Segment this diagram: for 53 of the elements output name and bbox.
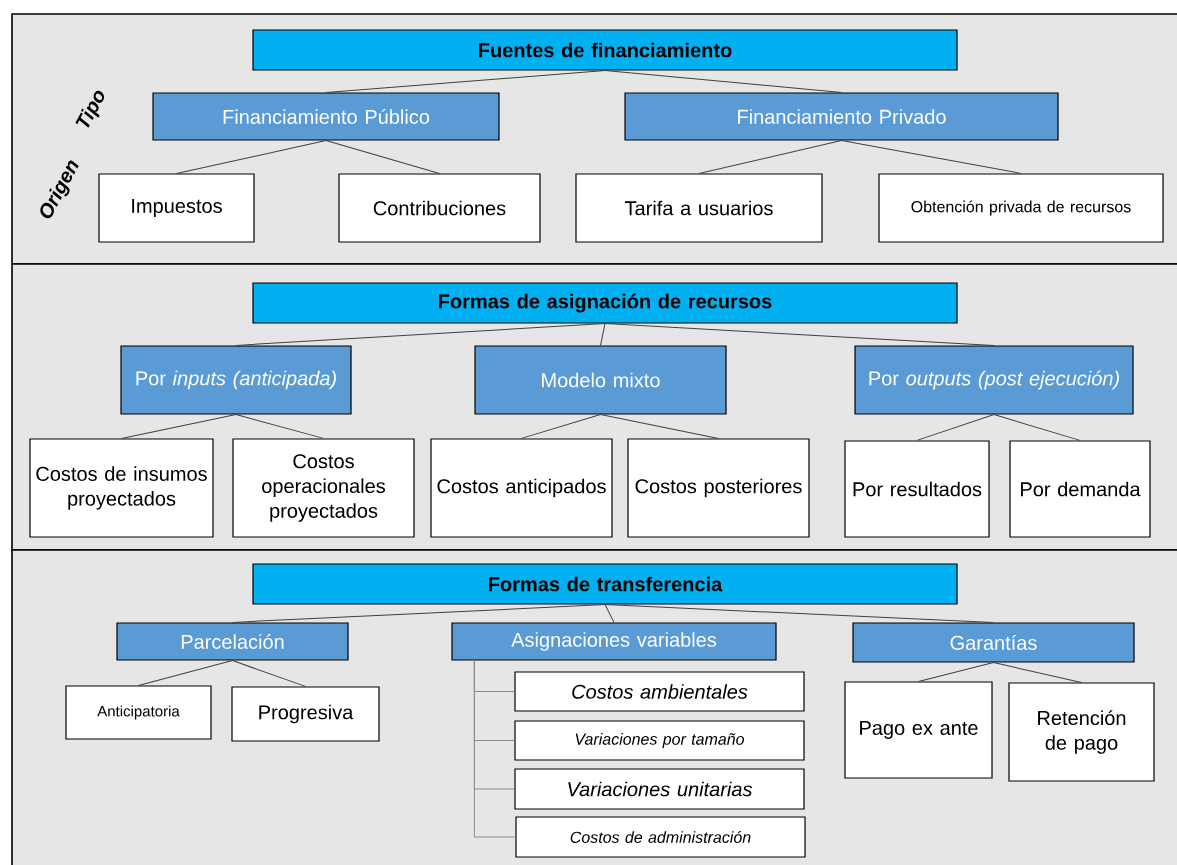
- item-box: Retención de pago: [1008, 682, 1155, 782]
- connector-line: [235, 323, 606, 346]
- connector-line: [232, 604, 606, 623]
- axis-label: Tipo: [75, 90, 105, 128]
- item-box: Costos anticipados: [430, 438, 613, 538]
- item-box: Costos de insumos proyectados: [29, 438, 214, 538]
- item-box: Variaciones unitarias: [514, 768, 805, 810]
- title-box: Formas de transferencia: [252, 563, 958, 605]
- connector-line: [841, 140, 1022, 174]
- connector-line: [604, 70, 842, 93]
- category-box: Parcelación: [116, 622, 349, 661]
- connector-line: [698, 140, 842, 174]
- connector-line: [121, 414, 237, 439]
- item-box: Pago ex ante: [844, 681, 993, 779]
- connector-line: [235, 414, 324, 439]
- item-box: Contribuciones: [338, 173, 541, 243]
- title-box: Fuentes de financiamiento: [252, 29, 958, 71]
- item-box: Impuestos: [98, 173, 255, 243]
- item-box: Variaciones por tamaño: [514, 720, 805, 761]
- connector-line: [521, 414, 601, 439]
- item-box: Costos de administración: [515, 816, 806, 858]
- category-box: Por outputs (post ejecución): [854, 345, 1134, 415]
- connector-line: [918, 662, 994, 682]
- connector-line: [993, 414, 1081, 441]
- connector-line: [473, 660, 516, 838]
- connector-line: [325, 70, 606, 93]
- item-box: Costos posteriores: [627, 438, 810, 538]
- item-box: Por resultados: [844, 440, 990, 538]
- connector-line: [176, 140, 327, 174]
- connector-line: [916, 414, 995, 441]
- category-box: Financiamiento Público: [152, 92, 500, 141]
- connector-line: [604, 604, 615, 623]
- category-box: Garantías: [852, 622, 1135, 663]
- category-box: Financiamiento Privado: [624, 92, 1059, 141]
- item-box: Por demanda: [1009, 440, 1151, 538]
- category-box: Por inputs (anticipada): [120, 345, 352, 415]
- connector-line: [600, 323, 606, 346]
- connector-line: [600, 414, 719, 439]
- item-box: Obtención privada de recursos: [878, 173, 1164, 243]
- connector-line: [232, 660, 306, 687]
- item-box: Progresiva: [231, 686, 380, 742]
- item-box: Costos ambientales: [514, 671, 805, 712]
- item-box: Costos operacionales proyectados: [232, 438, 415, 538]
- title-box: Formas de asignación de recursos: [252, 282, 958, 324]
- connector-line: [604, 323, 995, 346]
- connector-line: [325, 140, 440, 174]
- connector-line: [993, 662, 1082, 683]
- item-box: Tarifa a usuarios: [575, 173, 823, 243]
- connector-line: [604, 604, 994, 623]
- item-box: Anticipatoria: [65, 685, 212, 740]
- connector-line: [138, 660, 233, 686]
- category-box: Modelo mixto: [474, 345, 727, 415]
- category-box: Asignaciones variables: [451, 622, 777, 661]
